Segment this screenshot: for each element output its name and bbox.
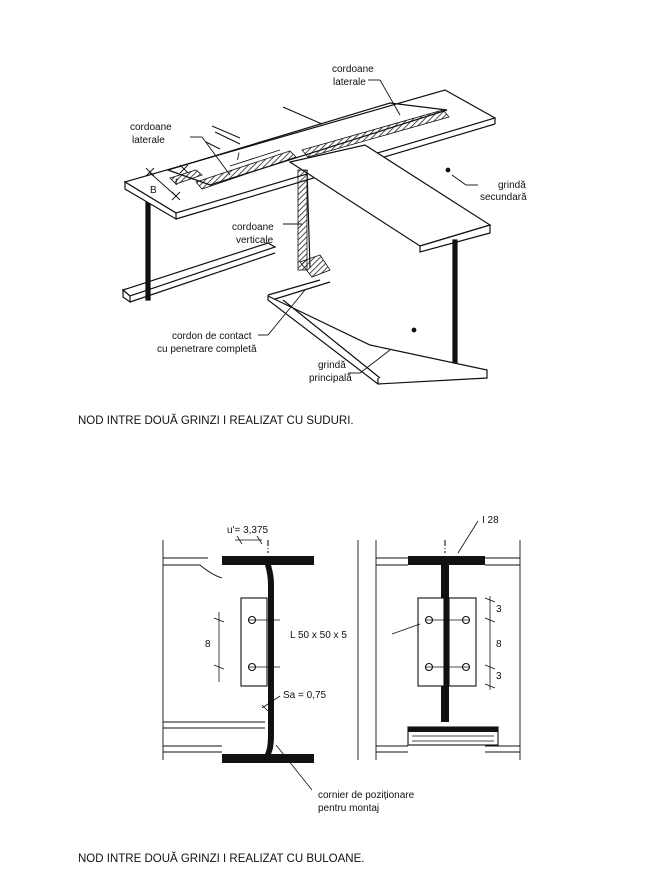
right-i-beam-section xyxy=(408,540,485,722)
label-dim-8-right: 8 xyxy=(496,639,502,650)
secondary-girder-web xyxy=(297,169,311,271)
leader-lines xyxy=(190,79,478,374)
label-dim-3-bottom: 3 xyxy=(496,671,502,682)
welded-joint-diagram xyxy=(121,79,497,385)
left-view-frame xyxy=(162,540,359,760)
label-cordoane-verticale-2: verticale xyxy=(236,235,274,246)
left-dimension-8 xyxy=(213,612,225,682)
dimension-marks-left xyxy=(145,149,281,201)
label-cornier-2: pentru montaj xyxy=(318,803,379,814)
positioning-angle xyxy=(407,726,499,746)
label-sa-dim: Sa = 0,75 xyxy=(283,690,327,701)
main-girder-right-end xyxy=(267,239,488,385)
secondary-point-marker xyxy=(445,167,451,173)
right-angle-plate xyxy=(417,597,477,687)
label-grinda-secundara-1: grindă xyxy=(498,180,526,191)
label-cordon-contact-1: cordon de contact xyxy=(172,331,252,342)
label-dim-t: t xyxy=(175,177,179,188)
label-dim-8-left: 8 xyxy=(205,639,211,650)
girder-point-marker xyxy=(411,327,417,333)
caption-welded-joint: NOD INTRE DOUĂ GRINZI I REALIZAT CU SUDU… xyxy=(78,415,354,427)
welded-joint-labels: cordoane laterale cordoane laterale grin… xyxy=(130,64,527,384)
label-dim-b: B xyxy=(150,185,157,196)
label-cornier-1: cornier de poziționare xyxy=(318,790,415,801)
angle-leader-line xyxy=(391,623,421,635)
label-cordoane-verticale-1: cordoane xyxy=(232,222,274,233)
label-profile: I 28 xyxy=(482,515,499,526)
lateral-weld-seams xyxy=(169,109,450,190)
label-grinda-principala-1: grindă xyxy=(318,360,346,371)
bolted-joint-diagram xyxy=(162,520,521,791)
label-u-dim: u'= 3,375 xyxy=(227,525,269,536)
label-grinda-principala-2: principală xyxy=(309,373,352,384)
label-cordoane-laterale-left-2: laterale xyxy=(132,135,165,146)
right-dimensions xyxy=(484,596,496,690)
girder-axis-lines xyxy=(205,106,323,150)
cover-plate xyxy=(166,102,448,186)
main-girder-bottom-flange xyxy=(121,242,277,304)
u-dimension xyxy=(235,535,263,545)
left-i-beam-section xyxy=(222,540,314,763)
label-cordoane-laterale-top-1: cordoane xyxy=(332,64,374,75)
bolted-joint-labels: u'= 3,375 I 28 L 50 x 50 x 5 Sa = 0,75 8… xyxy=(205,515,502,814)
secondary-girder-bottom-flange xyxy=(267,254,331,301)
left-angle-plate xyxy=(240,597,280,687)
label-cordoane-laterale-left-1: cordoane xyxy=(130,122,172,133)
label-angle: L 50 x 50 x 5 xyxy=(290,630,347,641)
sa-dimension xyxy=(261,695,281,712)
label-grinda-secundara-2: secundară xyxy=(480,192,527,203)
main-girder-web xyxy=(145,195,151,301)
caption-bolted-joint: NOD INTRE DOUĂ GRINZI I REALIZAT CU BULO… xyxy=(78,853,365,865)
right-view-frame xyxy=(375,540,521,760)
label-dim-l: l xyxy=(237,152,240,163)
label-cordoane-laterale-top-2: laterale xyxy=(333,77,366,88)
label-dim-3-top: 3 xyxy=(496,604,502,615)
profile-leader-line xyxy=(457,520,479,554)
label-cordon-contact-2: cu penetrare completă xyxy=(157,344,257,355)
secondary-girder-top-flange xyxy=(288,144,492,253)
cornier-leader-line xyxy=(275,744,313,791)
